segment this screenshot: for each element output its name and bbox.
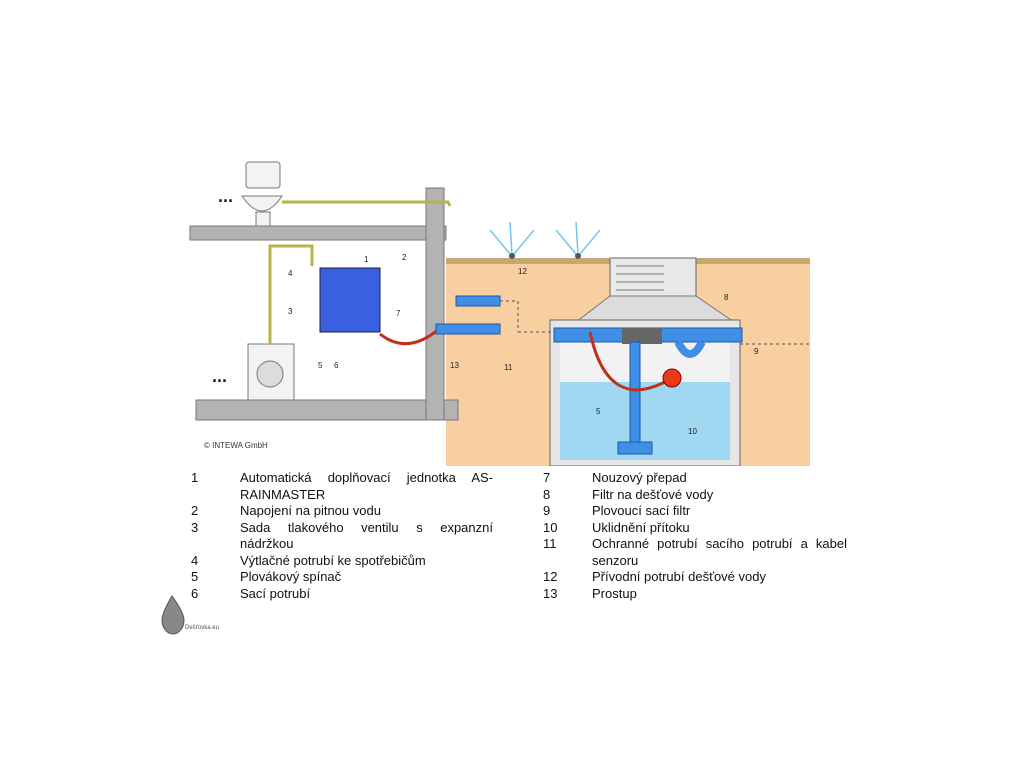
legend-row: 13 Prostup bbox=[543, 586, 847, 603]
callout-5b: 5 bbox=[596, 407, 601, 416]
legend-right: 7 Nouzový přepad 8 Filtr na dešťové vody 9… bbox=[543, 470, 847, 602]
rainwater-system-diagram: ... ... 1 2 3 4 5 6 7 8 9 5 10 11 12 13 … bbox=[189, 161, 810, 466]
legend-text: Prostup bbox=[592, 585, 637, 601]
copyright-label: © INTEWA GmbH bbox=[204, 441, 268, 450]
sprinkler-icons bbox=[489, 221, 601, 259]
legend-num: 6 bbox=[191, 585, 199, 601]
callout-12: 12 bbox=[518, 267, 527, 276]
washing-machine-icon bbox=[247, 343, 295, 401]
callout-8: 8 bbox=[724, 293, 729, 302]
legend-row: 8 Filtr na dešťové vody bbox=[543, 487, 847, 504]
legend-num: 4 bbox=[191, 552, 199, 568]
legend-row: 4 Výtlačné potrubí ke spotřebičům bbox=[191, 553, 493, 570]
legend-num: 2 bbox=[191, 503, 199, 518]
callout-1: 1 bbox=[364, 255, 369, 264]
legend-text: Automatická doplňovací jednotka AS-RAINM… bbox=[240, 470, 493, 502]
supply-pipes bbox=[268, 200, 452, 344]
callout-13: 13 bbox=[450, 361, 459, 370]
legend-text: Plovoucí sací filtr bbox=[592, 503, 691, 518]
callout-4: 4 bbox=[288, 269, 293, 278]
legend-row: 1 Automatická doplňovací jednotka AS-RAIN… bbox=[191, 470, 493, 503]
rainwater-inlet-pipe bbox=[455, 295, 501, 307]
legend-text: Výtlačné potrubí ke spotřebičům bbox=[240, 552, 426, 568]
callout-5: 5 bbox=[318, 361, 323, 370]
rainmaster-unit bbox=[319, 267, 381, 333]
legend-row: 7 Nouzový přepad bbox=[543, 470, 847, 487]
legend-num: 3 bbox=[191, 519, 199, 535]
floating-hose bbox=[588, 331, 673, 392]
legend-row: 2 Napojení na pitnou vodu bbox=[191, 503, 493, 520]
building-wall bbox=[425, 187, 445, 421]
legend-row: 12 Přívodní potrubí dešťové vody bbox=[543, 569, 847, 586]
floating-suction-filter bbox=[662, 368, 682, 388]
lower-floor-slab bbox=[195, 399, 459, 421]
protective-pipe bbox=[435, 323, 501, 335]
callout-2: 2 bbox=[402, 253, 407, 262]
legend-text: Sada tlakového ventilu s expanzní nádržk… bbox=[240, 519, 493, 552]
rainwater-filter bbox=[622, 328, 662, 344]
legend-text: Přívodní potrubí dešťové vody bbox=[592, 569, 766, 584]
callout-7: 7 bbox=[396, 309, 401, 318]
legend-num: 9 bbox=[543, 503, 551, 518]
watermark-text: Dešťovka.eu bbox=[185, 625, 219, 631]
legend-text: Filtr na dešťové vody bbox=[592, 486, 714, 502]
water-drop-icon bbox=[161, 595, 185, 635]
callout-6: 6 bbox=[334, 361, 339, 370]
legend-left: 1 Automatická doplňovací jednotka AS-RAIN… bbox=[191, 470, 493, 602]
legend-num: 5 bbox=[191, 569, 199, 584]
legend-num: 12 bbox=[543, 569, 558, 584]
callout-3: 3 bbox=[288, 307, 293, 316]
riser-steps bbox=[616, 265, 664, 291]
callout-10: 10 bbox=[688, 427, 697, 436]
legend-num: 10 bbox=[543, 519, 558, 535]
callout-11: 11 bbox=[504, 363, 513, 372]
calmed-inlet-base bbox=[617, 441, 653, 455]
legend-num: 8 bbox=[543, 486, 551, 502]
ellipsis-upper: ... bbox=[218, 186, 233, 206]
legend-row: 9 Plovoucí sací filtr bbox=[543, 503, 847, 520]
legend-text: Uklidnění přítoku bbox=[592, 519, 690, 535]
legend-row: 11 Ochranné potrubí sacího potrubí a kabe… bbox=[543, 536, 847, 569]
calmed-inlet-pipe bbox=[629, 341, 641, 447]
callout-9: 9 bbox=[754, 347, 759, 356]
callout-labels: 1 2 3 4 5 6 7 8 9 5 10 11 12 13 bbox=[288, 253, 759, 436]
overflow-siphon bbox=[674, 340, 706, 358]
legend-num: 1 bbox=[191, 470, 199, 485]
suction-hose bbox=[379, 326, 441, 346]
legend-num: 11 bbox=[543, 536, 557, 551]
legend-text: Napojení na pitnou vodu bbox=[240, 503, 381, 518]
legend-text: Ochranné potrubí sacího potrubí a kabel … bbox=[592, 536, 847, 568]
legend-num: 7 bbox=[543, 470, 551, 485]
legend-row: 3 Sada tlakového ventilu s expanzní nádrž… bbox=[191, 520, 493, 553]
legend-text: Sací potrubí bbox=[240, 585, 311, 601]
legend-row: 10 Uklidnění přítoku bbox=[543, 520, 847, 537]
ellipsis-lower: ... bbox=[212, 366, 227, 386]
legend-row: 5 Plovákový spínač bbox=[191, 569, 493, 586]
legend-text: Nouzový přepad bbox=[592, 470, 687, 485]
upper-floor-slab bbox=[189, 225, 447, 241]
legend-num: 13 bbox=[543, 585, 558, 601]
legend-text: Plovákový spínač bbox=[240, 569, 342, 584]
toilet-icon bbox=[241, 161, 283, 227]
legend-row: 6 Sací potrubí bbox=[191, 586, 493, 603]
